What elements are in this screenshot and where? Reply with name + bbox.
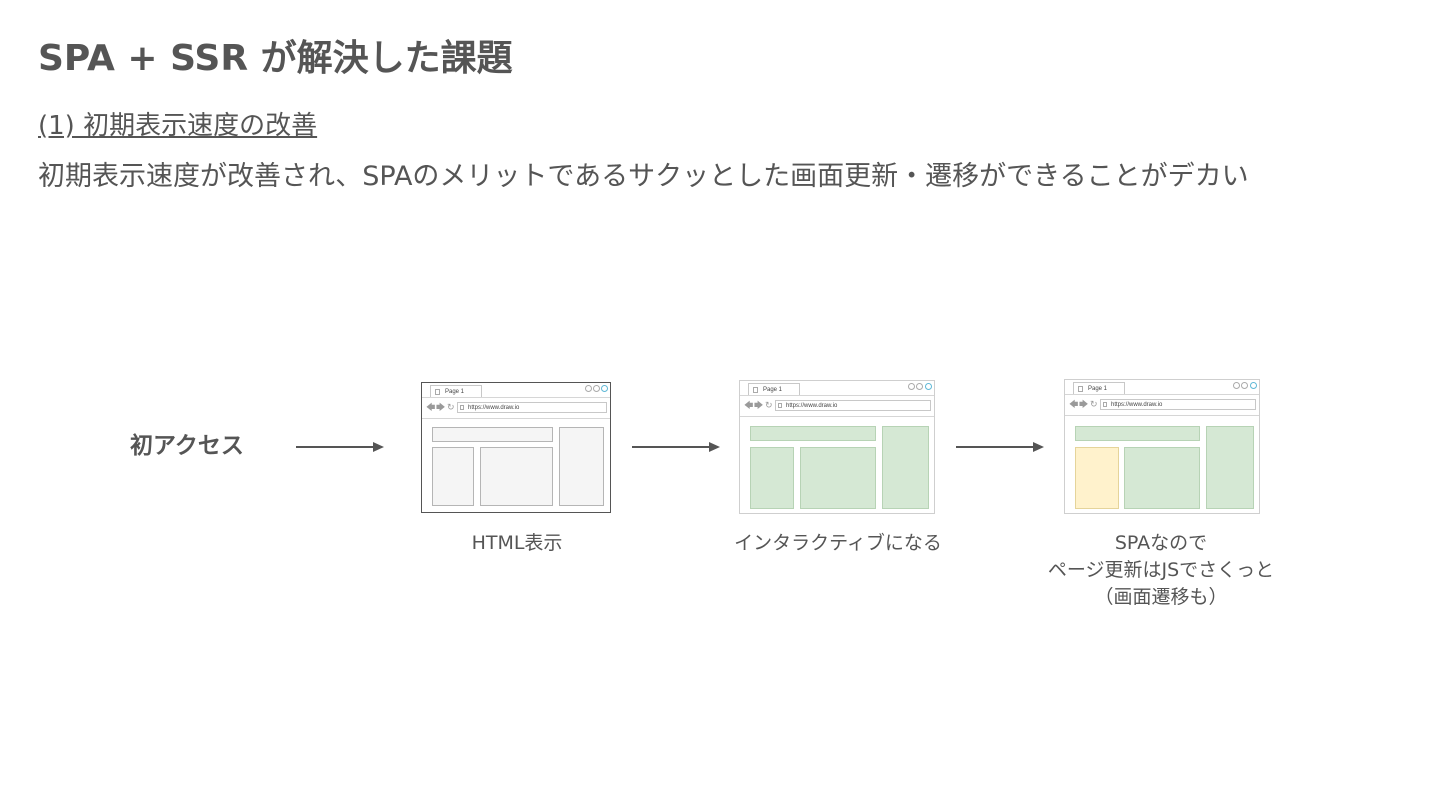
- slide-title: SPA + SSR が解決した課題: [38, 38, 513, 79]
- page-icon: [753, 387, 758, 393]
- slide-body-text: 初期表示速度が改善され、SPAのメリットであるサクッとした画面更新・遷移ができる…: [38, 161, 1249, 192]
- reload-icon: ↻: [1090, 399, 1098, 409]
- page-icon: [1078, 386, 1083, 392]
- main-block: [1124, 447, 1200, 509]
- updated-left-block: [1075, 447, 1119, 509]
- window-button-icon: [916, 383, 923, 390]
- side-block: [559, 427, 604, 506]
- caption-html-display: HTML表示: [471, 532, 563, 554]
- page-icon: [460, 405, 464, 410]
- reload-icon: ↻: [765, 400, 773, 410]
- arrow-to-html-step: [296, 441, 384, 453]
- browser-tab-bar: Page 1: [422, 383, 610, 398]
- address-bar-url: https://www.draw.io: [786, 403, 838, 409]
- address-bar-url: https://www.draw.io: [468, 405, 520, 411]
- browser-address-row: 🡄 🡆 ↻ https://www.draw.io: [422, 398, 610, 419]
- arrow-to-interactive-step: [632, 441, 720, 453]
- browser-tab-bar: Page 1: [1065, 380, 1259, 395]
- page-icon: [435, 389, 440, 395]
- caption-spa-line: SPAなので: [1114, 532, 1208, 554]
- window-button-icon: [1250, 382, 1257, 389]
- window-button-icon: [1241, 382, 1248, 389]
- window-button-icon: [1233, 382, 1240, 389]
- header-block: [750, 426, 876, 441]
- caption-spa-update: SPAなので ページ更新はJSでさくっと （画面遷移も）: [1011, 530, 1311, 611]
- side-block: [882, 426, 929, 509]
- address-bar: https://www.draw.io: [775, 400, 931, 411]
- browser-address-row: 🡄 🡆 ↻ https://www.draw.io: [740, 396, 934, 417]
- browser-tab: Page 1: [748, 383, 800, 395]
- caption-spa-line: （画面遷移も）: [1094, 586, 1228, 608]
- browser-mock-spa-update: Page 1 🡄 🡆 ↻ https://www.draw.io: [1064, 379, 1260, 514]
- back-arrow-icon: 🡄: [744, 400, 754, 410]
- main-block: [480, 447, 553, 506]
- page-icon: [778, 403, 782, 408]
- window-button-icon: [908, 383, 915, 390]
- browser-mock-html: Page 1 🡄 🡆 ↻ https://www.draw.io: [421, 382, 611, 513]
- first-access-label: 初アクセス: [130, 433, 244, 459]
- window-button-icon: [585, 385, 592, 392]
- browser-tab-bar: Page 1: [740, 381, 934, 396]
- browser-tab-label: Page 1: [1088, 386, 1108, 392]
- arrow-to-spa-step: [956, 441, 1044, 453]
- window-button-icon: [601, 385, 608, 392]
- browser-tab-label: Page 1: [445, 389, 465, 395]
- caption-spa-line: ページ更新はJSでさくっと: [1047, 559, 1275, 581]
- side-block: [1206, 426, 1254, 509]
- browser-tab: Page 1: [430, 385, 482, 397]
- slide-subtitle: (1) 初期表示速度の改善: [38, 111, 318, 141]
- address-bar: https://www.draw.io: [1100, 399, 1256, 410]
- browser-address-row: 🡄 🡆 ↻ https://www.draw.io: [1065, 395, 1259, 416]
- main-block: [800, 447, 876, 509]
- back-arrow-icon: 🡄: [1069, 399, 1079, 409]
- left-block: [432, 447, 474, 506]
- address-bar-url: https://www.draw.io: [1111, 402, 1163, 408]
- header-block: [432, 427, 553, 442]
- page-icon: [1103, 402, 1107, 407]
- browser-tab: Page 1: [1073, 382, 1125, 394]
- reload-icon: ↻: [447, 402, 455, 412]
- forward-arrow-icon: 🡆: [754, 400, 764, 410]
- address-bar: https://www.draw.io: [457, 402, 607, 413]
- window-button-icon: [925, 383, 932, 390]
- forward-arrow-icon: 🡆: [436, 402, 446, 412]
- caption-interactive: インタラクティブになる: [734, 532, 942, 554]
- window-button-icon: [593, 385, 600, 392]
- browser-tab-label: Page 1: [763, 387, 783, 393]
- back-arrow-icon: 🡄: [426, 402, 436, 412]
- left-block: [750, 447, 794, 509]
- browser-mock-interactive: Page 1 🡄 🡆 ↻ https://www.draw.io: [739, 380, 935, 514]
- forward-arrow-icon: 🡆: [1079, 399, 1089, 409]
- header-block: [1075, 426, 1200, 441]
